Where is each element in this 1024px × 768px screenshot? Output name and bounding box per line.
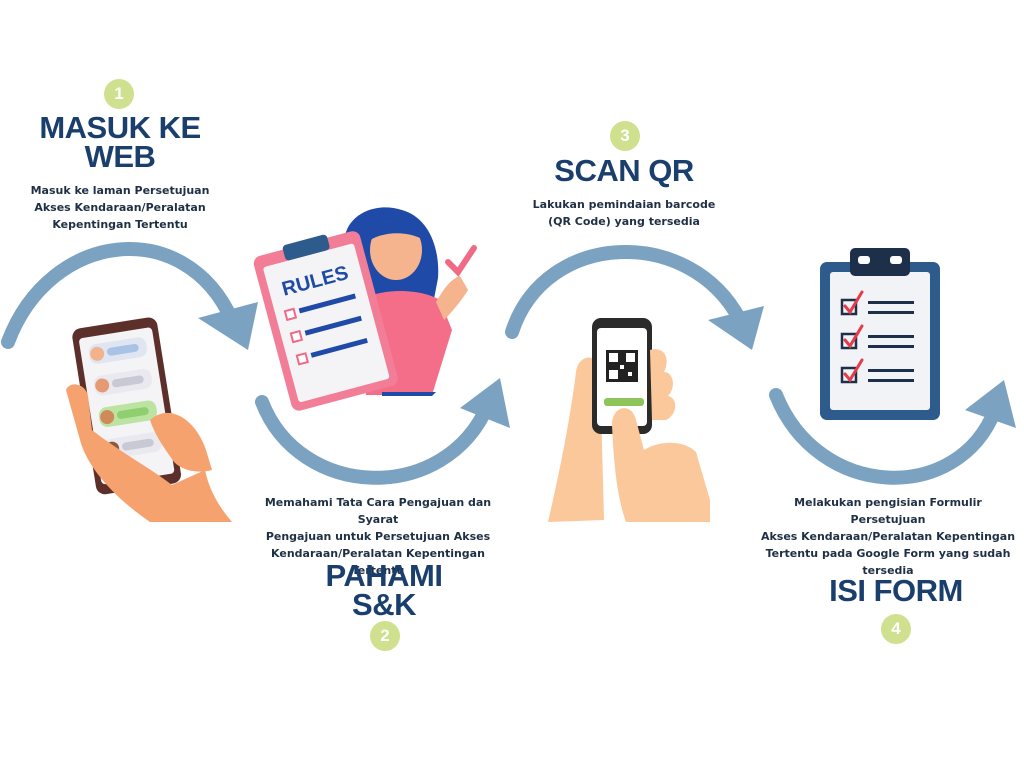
step-2-description: Memahami Tata Cara Pengajuan dan Syarat …	[243, 494, 513, 579]
step-1-title: MASUK KE WEB	[20, 110, 220, 174]
checklist-clipboard-icon	[820, 248, 940, 420]
step-2-badge: 2	[370, 621, 400, 651]
step-3-title: SCAN QR	[524, 153, 724, 188]
step-2-description-line: Pengajuan untuk Persetujuan Akses	[265, 530, 491, 543]
flow-arrow-1	[1, 242, 258, 350]
step-2-title-line: S&K	[352, 587, 416, 622]
step-1-title-line: WEB	[84, 139, 156, 174]
woman-with-rules-clipboard-icon: RULES	[253, 207, 477, 411]
step-4-description-line: Tertentu pada Google Form yang sudah	[765, 547, 1011, 560]
qr-code-icon	[606, 350, 638, 382]
flow-arrow-2	[255, 378, 510, 485]
step-2-description-line: Memahami Tata Cara Pengajuan dan Syarat	[264, 496, 492, 526]
flow-arrow-4	[769, 380, 1016, 485]
step-3-badge: 3	[610, 121, 640, 151]
step-1-description-line: Masuk ke laman Persetujuan	[30, 184, 210, 197]
step-1-description-line: Akses Kendaraan/Peralatan	[34, 201, 206, 214]
step-2-description-line: Kendaraan/Peralatan Kepentingan Tertentu	[271, 547, 485, 577]
phone-qr-scan-icon	[548, 318, 710, 522]
flow-arrows	[1, 242, 1016, 485]
step-1-badge: 1	[104, 79, 134, 109]
step-1-description: Masuk ke laman Persetujuan Akses Kendara…	[10, 182, 230, 233]
step-1-description-line: Kepentingan Tertentu	[52, 218, 188, 231]
step-3-description: Lakukan pemindaian barcode (QR Code) yan…	[514, 196, 734, 230]
step-4-description-line: Akses Kendaraan/Peralatan Kepentingan	[760, 530, 1016, 543]
step-4-title: ISI FORM	[796, 573, 996, 608]
step-4-description: Melakukan pengisian Formulir Persetujuan…	[758, 494, 1018, 579]
phone-in-hand-chat-icon	[66, 317, 232, 522]
step-4-badge: 4	[881, 614, 911, 644]
step-4-title-line: ISI FORM	[829, 573, 963, 608]
step-3-description-line: Lakukan pemindaian barcode	[532, 198, 716, 211]
step-4-description-line: Melakukan pengisian Formulir Persetujuan	[794, 496, 982, 526]
step-2-title-line: PAHAMI	[325, 558, 443, 593]
step-2-title: PAHAMI S&K	[284, 558, 484, 622]
step-3-description-line: (QR Code) yang tersedia	[548, 215, 700, 228]
step-4-description-line: tersedia	[862, 564, 914, 577]
flow-arrow-3	[505, 245, 764, 350]
step-3-title-line: SCAN QR	[554, 153, 694, 188]
step-1-title-line: MASUK KE	[39, 110, 201, 145]
